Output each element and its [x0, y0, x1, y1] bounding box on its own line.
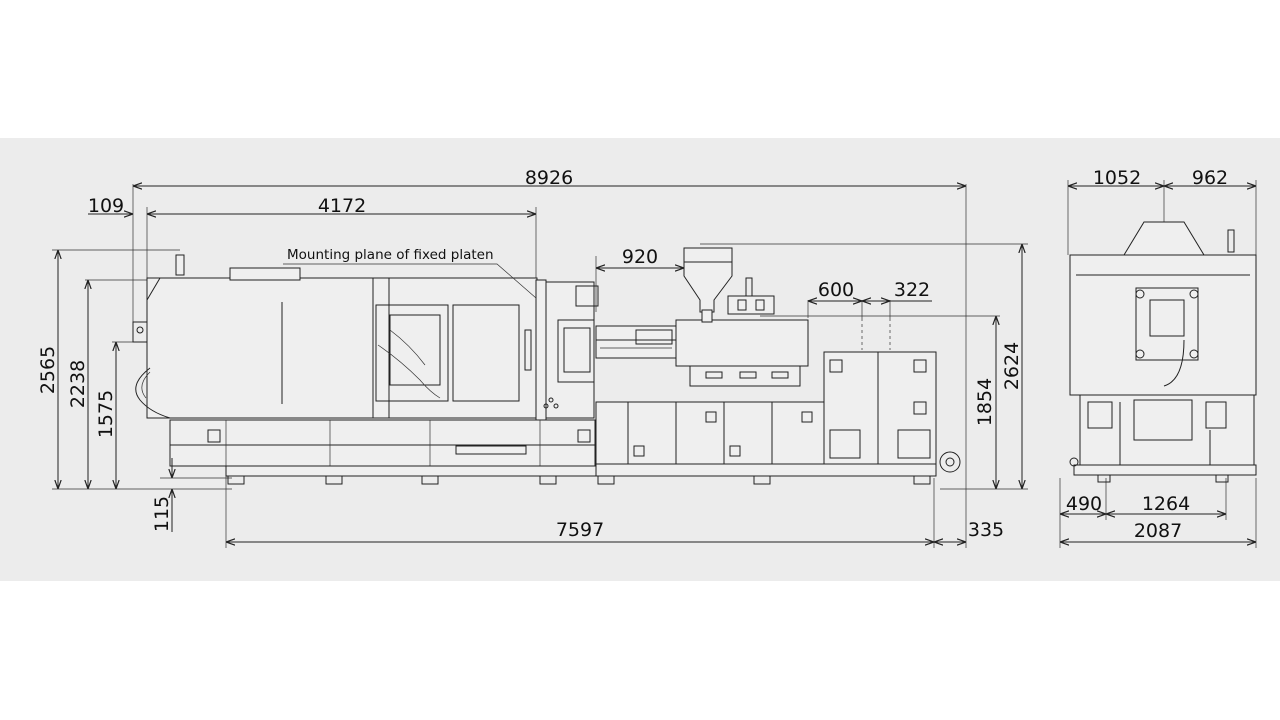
dim-hopper-height: 2624	[1001, 342, 1023, 390]
dim-tiebar-height: 1575	[95, 390, 117, 438]
fixed-platen-annotation: Mounting plane of fixed platen	[287, 247, 494, 263]
dim-side-right-width: 962	[1192, 167, 1228, 189]
dim-end-offset: 335	[968, 519, 1004, 541]
dim-hopper-offset: 920	[622, 246, 658, 268]
dim-side-total-width: 2087	[1134, 520, 1182, 542]
front-view	[52, 184, 1028, 548]
side-view	[1059, 180, 1257, 548]
dim-side-left-width: 1052	[1093, 167, 1141, 189]
dim-side-foot-left: 490	[1066, 493, 1102, 515]
dim-control-offset-a: 600	[818, 279, 854, 301]
dim-control-offset-b: 322	[894, 279, 930, 301]
dim-side-foot-span: 1264	[1142, 493, 1190, 515]
dim-base-length: 7597	[556, 519, 604, 541]
dim-clamp-length: 4172	[318, 195, 366, 217]
dim-barrel-height: 1854	[974, 378, 996, 426]
dim-total-height: 2565	[37, 346, 59, 394]
dim-overall-length: 8926	[525, 167, 573, 189]
dim-foot-height: 115	[151, 496, 173, 532]
dim-cover-height: 2238	[67, 360, 89, 408]
dim-platen-offset: 109	[88, 195, 124, 217]
